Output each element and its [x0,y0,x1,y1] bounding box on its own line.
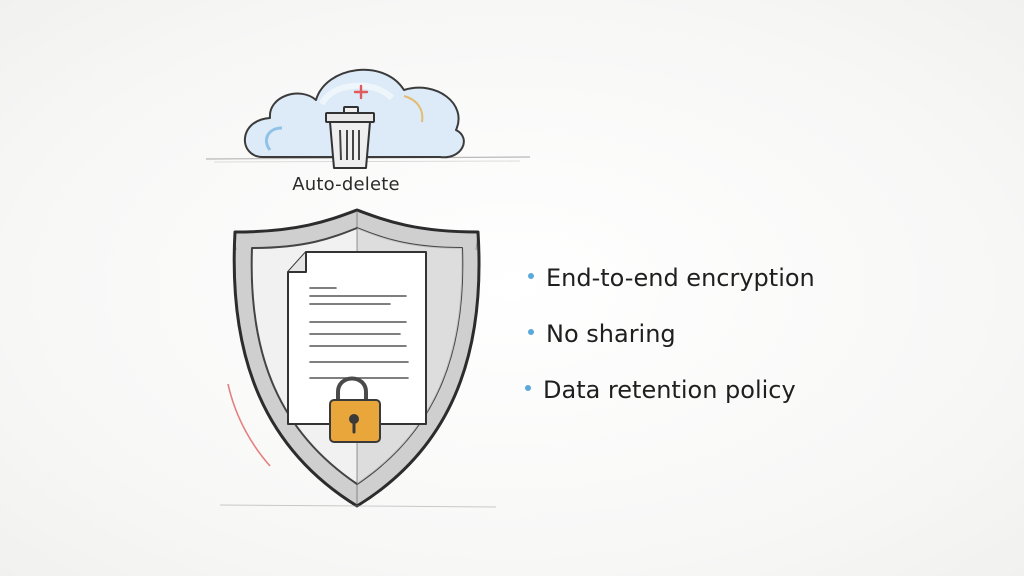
padlock-icon [329,376,381,443]
feature-label: No sharing [546,320,676,348]
feature-list: End-to-end encryption No sharing Data re… [525,258,815,426]
auto-delete-label: Auto-delete [292,174,400,195]
trash-can-icon [325,106,375,169]
feature-item-encryption: End-to-end encryption [528,258,815,314]
bullet-dot-icon [528,329,534,335]
bullet-dot-icon [528,273,534,279]
document-icon [287,251,427,425]
feature-label: End-to-end encryption [546,264,815,292]
feature-item-data-retention: Data retention policy [525,370,815,426]
plus-mark-icon [353,84,369,100]
feature-item-no-sharing: No sharing [528,314,815,370]
feature-label: Data retention policy [543,376,796,404]
bullet-dot-icon [525,385,531,391]
